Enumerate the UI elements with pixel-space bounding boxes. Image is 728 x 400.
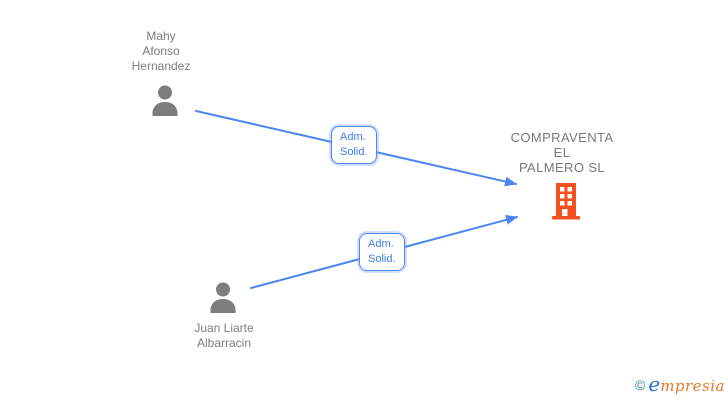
person-bottom-name-line: Albarracin xyxy=(196,336,252,350)
edge-label-adm-solid-top: Adm. Solid. xyxy=(331,126,377,164)
empresia-logo[interactable]: ©empresia xyxy=(635,372,725,396)
person-icon xyxy=(207,281,239,313)
copyright-icon: © xyxy=(635,377,646,393)
edge-label-adm-solid-bottom: Adm. Solid. xyxy=(359,233,405,271)
node-label-company: COMPRAVENTA EL PALMERO SL xyxy=(492,130,632,175)
company-name-line: COMPRAVENTA xyxy=(510,130,614,145)
person-top-name-line: Mahy xyxy=(146,29,176,43)
brand-initial: e xyxy=(648,372,661,396)
node-person-top[interactable] xyxy=(149,84,181,116)
edge-label-line: Solid. xyxy=(340,146,368,158)
person-top-name-line: Hernandez xyxy=(131,59,191,73)
company-name-line: EL xyxy=(553,145,571,160)
edge-label-line: Adm. xyxy=(340,131,366,143)
company-name-line: PALMERO SL xyxy=(518,160,606,175)
building-icon xyxy=(549,183,583,220)
node-person-bottom[interactable] xyxy=(207,281,239,313)
node-label-person-top: Mahy Afonso Hernandez xyxy=(91,29,231,74)
node-company[interactable] xyxy=(549,183,583,220)
edge-label-line: Adm. xyxy=(368,238,394,250)
brand-text: mpresia xyxy=(660,377,725,395)
edge-label-line: Solid. xyxy=(368,253,396,265)
person-icon xyxy=(149,84,181,116)
person-top-name-line: Afonso xyxy=(142,44,180,58)
person-bottom-name-line: Juan Liarte xyxy=(194,321,254,335)
node-label-person-bottom: Juan Liarte Albarracin xyxy=(154,321,294,351)
